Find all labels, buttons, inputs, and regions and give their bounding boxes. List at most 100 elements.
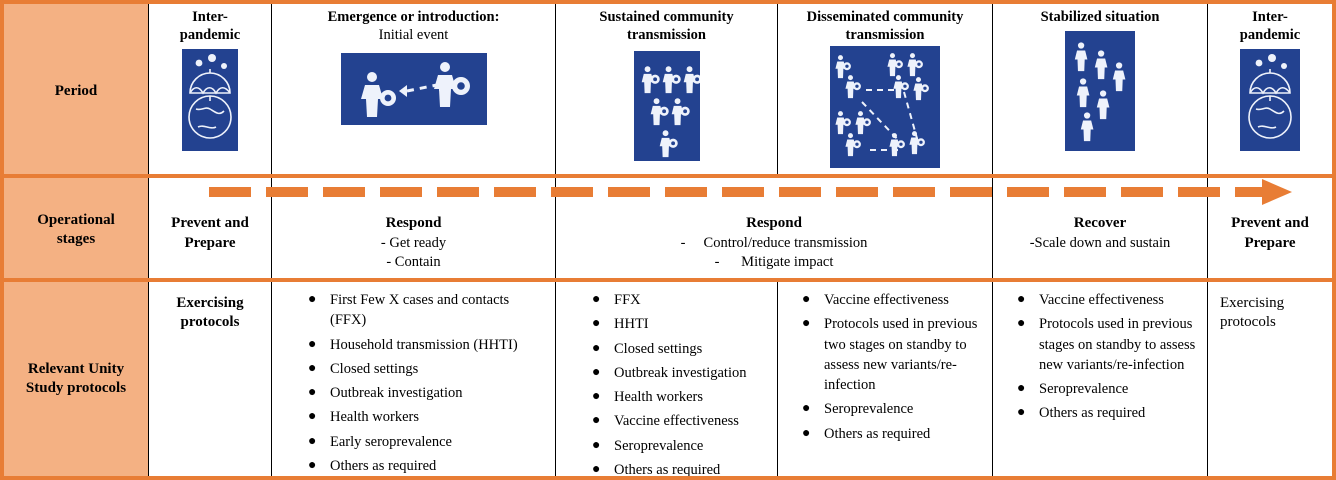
list-item-label: Early seroprevalence (330, 433, 452, 450)
list-item-label: Protocols used in previous two stages on… (824, 316, 978, 394)
period-row-header: Period (4, 4, 148, 178)
list-item: ● Outbreak investigation (308, 383, 547, 403)
six-people-no-virus-icon (1065, 30, 1135, 151)
operational-subline: - Mitigate impact (714, 254, 834, 271)
bullet-icon: ● (802, 425, 811, 441)
six-people-with-virus-icon (633, 51, 700, 162)
bullet-icon: ● (592, 316, 601, 332)
bullet-icon: ● (592, 389, 601, 405)
umbrella-over-globe-with-virus-icon (182, 49, 238, 152)
list-item: ● Household transmission (HHTI) (308, 335, 547, 355)
bullet-icon: ● (802, 401, 811, 417)
operational-cell-respond-getready: Respond - Get ready - Contain (271, 178, 555, 282)
bullet-icon: ● (1017, 292, 1026, 307)
operational-title: Recover (1073, 215, 1127, 231)
list-item-label: Others as required (614, 462, 721, 476)
operational-title: Prevent and Prepare (1231, 215, 1309, 251)
period-title: Disseminated community transmission (806, 9, 964, 43)
period-subtitle: Initial event (378, 26, 449, 43)
operational-cell-recover: Recover -Scale down and sustain (992, 178, 1207, 282)
row-separator-bottom (4, 278, 1332, 282)
operational-cell-prevent-prepare-start: Prevent and Prepare (148, 178, 271, 282)
operational-cell-prevent-prepare-end: Prevent and Prepare (1207, 178, 1332, 282)
period-title: Inter- pandemic (1239, 9, 1301, 43)
period-cell-stabilized: Stabilized situation (992, 4, 1207, 178)
list-item-label: Closed settings (330, 360, 419, 377)
operational-stages-row-header-label: Operational stages (37, 212, 115, 247)
list-item-label: Others as required (330, 458, 437, 475)
list-item-label: First Few X cases and contacts (FFX) (330, 292, 510, 329)
protocols-cell-exercising-end: Exercising protocols (1207, 282, 1332, 476)
protocols-cell-exercising-start: Exercising protocols (148, 282, 271, 476)
bullet-icon: ● (308, 360, 317, 376)
operational-subline: -Scale down and sustain (1029, 234, 1171, 251)
protocols-list: ●FFX ●HHTI ●Closed settings ●Outbreak in… (562, 290, 771, 476)
list-item: ● Seroprevalence (592, 436, 769, 456)
operational-title: Respond (746, 215, 802, 231)
protocols-row-header-label: Relevant Unity Study protocols (25, 361, 127, 396)
operational-title: Respond (385, 215, 442, 231)
bullet-icon: ● (308, 336, 317, 352)
list-item-label: Seroprevalence (1039, 381, 1129, 398)
list-item-label: Health workers (330, 409, 419, 426)
list-item: ●Seroprevalence (802, 399, 984, 419)
umbrella-over-globe-with-virus-icon (1240, 49, 1300, 152)
operational-stages-row-header: Operational stages (4, 178, 148, 282)
list-item-label: Others as required (1039, 405, 1146, 422)
bullet-icon: ● (592, 340, 601, 356)
list-item: ●Others as required (592, 460, 769, 476)
list-item-label: Protocols used in previous stages on sta… (1039, 316, 1196, 373)
bullet-icon: ● (308, 433, 317, 449)
protocols-cell-emergence: ● First Few X cases and contacts (FFX) ● H… (271, 282, 555, 476)
list-item-label: FFX (614, 292, 641, 308)
protocols-row: Relevant Unity Study protocols Exercisin… (4, 282, 1332, 476)
list-item: ● Closed settings (592, 339, 769, 359)
protocols-list: ● Vaccine effectiveness ● Protocols used i… (784, 290, 986, 444)
bullet-icon: ● (308, 458, 317, 474)
protocols-cell-stabilized: ● Vaccine effectiveness ●Protocols used i… (992, 282, 1207, 476)
list-item-label: Outbreak investigation (614, 364, 747, 381)
list-item-label: Vaccine effectiveness (614, 413, 739, 430)
protocols-list: ● First Few X cases and contacts (FFX) ● H… (278, 290, 549, 476)
list-item-label: Outbreak investigation (330, 385, 463, 402)
bullet-icon: ● (308, 385, 317, 401)
list-item-label: Vaccine effectiveness (824, 292, 949, 308)
list-item: ●Seroprevalence (1017, 379, 1199, 399)
bullet-icon: ● (592, 437, 601, 453)
period-cell-disseminated: Disseminated community transmission (777, 4, 992, 178)
list-item-label: Seroprevalence (614, 437, 704, 454)
protocols-plain-text: Exercising protocols (1220, 295, 1285, 330)
list-item: ● Closed settings (308, 359, 547, 379)
list-item: ●Outbreak investigation (592, 363, 769, 383)
list-item: ●Protocols used in previous stages on st… (1017, 314, 1199, 375)
list-item-label: HHTI (614, 316, 649, 333)
operational-stages-row: Operational stages Prevent and Prepare R… (4, 178, 1332, 282)
list-item-label: Health workers (614, 389, 703, 406)
list-item: ● HHTI (592, 314, 769, 334)
protocols-plain-text: Exercising protocols (176, 295, 244, 330)
list-item: ● First Few X cases and contacts (FFX) (308, 290, 547, 331)
list-item: ● Vaccine effectiveness (1017, 290, 1199, 310)
protocols-list: ● Vaccine effectiveness ●Protocols used i… (999, 290, 1201, 424)
protocols-cell-sustained: ●FFX ●HHTI ●Closed settings ●Outbreak in… (555, 282, 777, 476)
list-item: ● Health workers (592, 387, 769, 407)
list-item: ● Protocols used in previous two stages o… (802, 314, 984, 395)
list-item: ●FFX (592, 290, 769, 310)
bullet-icon: ● (802, 316, 811, 332)
period-title: Inter- pandemic (179, 9, 241, 43)
operational-subline: - Contain (386, 254, 441, 271)
period-cell-sustained: Sustained community transmission (555, 4, 777, 178)
list-item-label: Vaccine effectiveness (1039, 292, 1164, 308)
list-item: ● Early seroprevalence (308, 432, 547, 452)
period-title: Emergence or introduction: (327, 9, 500, 25)
operational-subline: - Get ready (380, 234, 447, 251)
operational-cell-respond-control: Respond - Control/reduce transmission - … (555, 178, 992, 282)
list-item-label: Household transmission (HHTI) (330, 336, 518, 353)
period-title: Stabilized situation (1040, 9, 1160, 25)
bullet-icon: ● (308, 292, 317, 307)
list-item-label: Closed settings (614, 340, 703, 357)
period-cell-interpandemic-start: Inter- pandemic (148, 4, 271, 178)
operational-title: Prevent and Prepare (171, 215, 249, 251)
protocols-cell-disseminated: ● Vaccine effectiveness ● Protocols used i… (777, 282, 992, 476)
